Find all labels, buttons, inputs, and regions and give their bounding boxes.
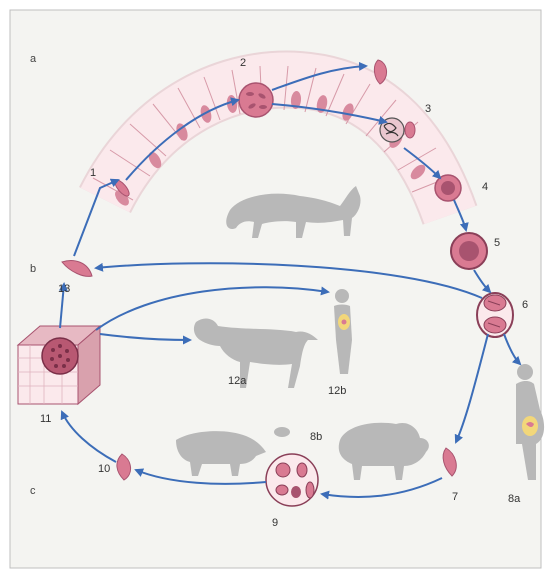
tissue-cyst-block	[18, 326, 100, 404]
mouse-silhouette	[274, 427, 290, 437]
stage-label-13: 13	[58, 283, 70, 295]
stage-label-8b: 8b	[310, 431, 322, 443]
oocyst-sporulated	[477, 293, 513, 337]
stage-label-8a: 8a	[508, 493, 521, 505]
stage-label-10: 10	[98, 463, 110, 475]
stage-label-3: 3	[425, 103, 431, 115]
stage-label-4: 4	[482, 181, 488, 193]
stage-label-6: 6	[522, 299, 528, 311]
pseudocyst-cell	[266, 454, 318, 506]
section-label-a: a	[30, 53, 37, 65]
schizont-cell	[239, 83, 273, 117]
section-label-c: c	[30, 485, 36, 497]
stage-label-5: 5	[494, 237, 500, 249]
oocyst-unsporulated	[451, 233, 487, 269]
zygote-cell	[435, 175, 461, 201]
stage-label-11: 11	[40, 413, 51, 425]
stage-label-1: 1	[90, 167, 96, 179]
stage-label-2: 2	[240, 57, 246, 69]
section-label-b: b	[30, 263, 36, 275]
stage-label-12a: 12a	[228, 375, 247, 387]
stage-label-12b: 12b	[328, 385, 346, 397]
stage-label-9: 9	[272, 517, 278, 529]
stage-label-7: 7	[452, 491, 458, 503]
